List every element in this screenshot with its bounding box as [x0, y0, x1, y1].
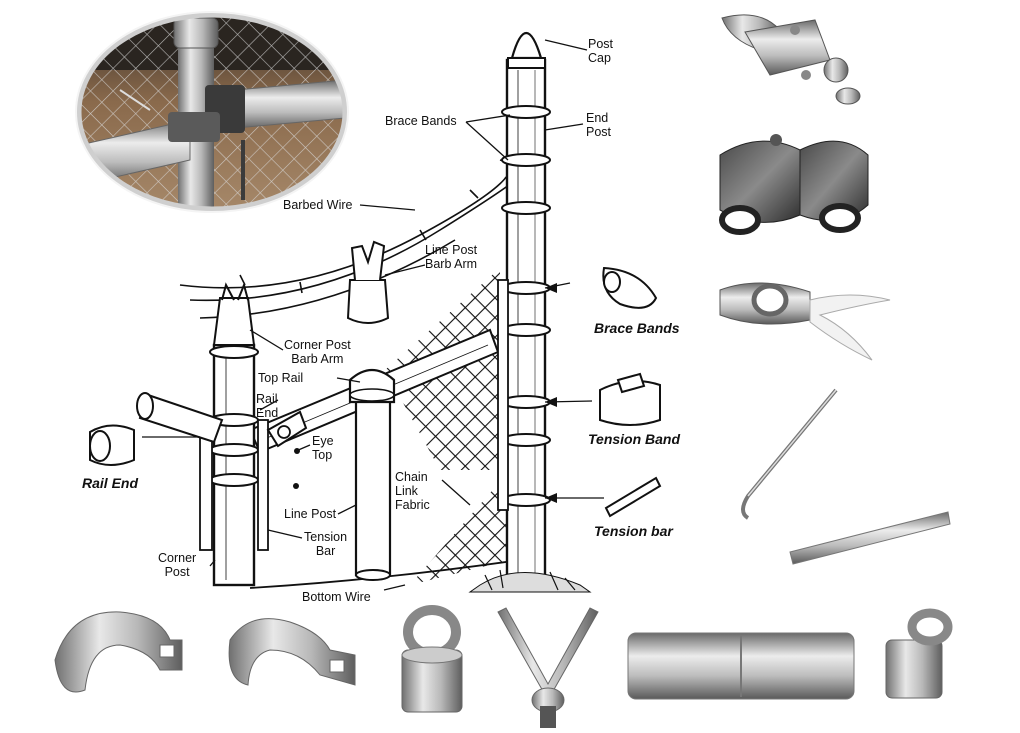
sleeve-photo	[627, 632, 855, 700]
gate-hinge-photo	[721, 14, 861, 105]
tension-bar-photo	[789, 511, 951, 565]
line-post-label: Line Post	[284, 507, 337, 521]
line-post-drawing	[348, 368, 396, 581]
fork-latch-photo	[719, 282, 891, 361]
brace-band-part-drawing	[602, 266, 658, 309]
brace-band-photo-1	[54, 611, 183, 693]
tension-band-part-label: Tension Band	[588, 431, 681, 447]
tension-rod-photo	[741, 388, 838, 520]
rail-end-part-label: Rail End	[82, 475, 139, 491]
tension-bar-part-label: Tension bar	[594, 523, 673, 539]
barb-arm-photo	[497, 607, 599, 728]
top-rail-label: Top Rail	[258, 371, 304, 385]
line-post-barb-arm-drawing	[346, 240, 390, 324]
gate-latch-photo	[719, 134, 869, 235]
brace-band-photo-2	[228, 618, 356, 686]
brace-bands-part-label: Brace Bands	[594, 320, 680, 336]
bottom-wire-label: Bottom Wire	[302, 590, 371, 604]
end-post-drawing	[468, 32, 592, 593]
corner-post-drawing	[136, 281, 308, 587]
barbed-wire-label: Barbed Wire	[283, 198, 353, 212]
tension-band-part-drawing	[599, 372, 661, 426]
eye-top-photo	[401, 605, 463, 713]
brace-bands-label: Brace Bands	[385, 114, 457, 128]
eye-top-photo-2	[885, 608, 953, 699]
rail-end-part-drawing	[89, 424, 135, 466]
tension-bar-part-drawing	[604, 476, 662, 518]
